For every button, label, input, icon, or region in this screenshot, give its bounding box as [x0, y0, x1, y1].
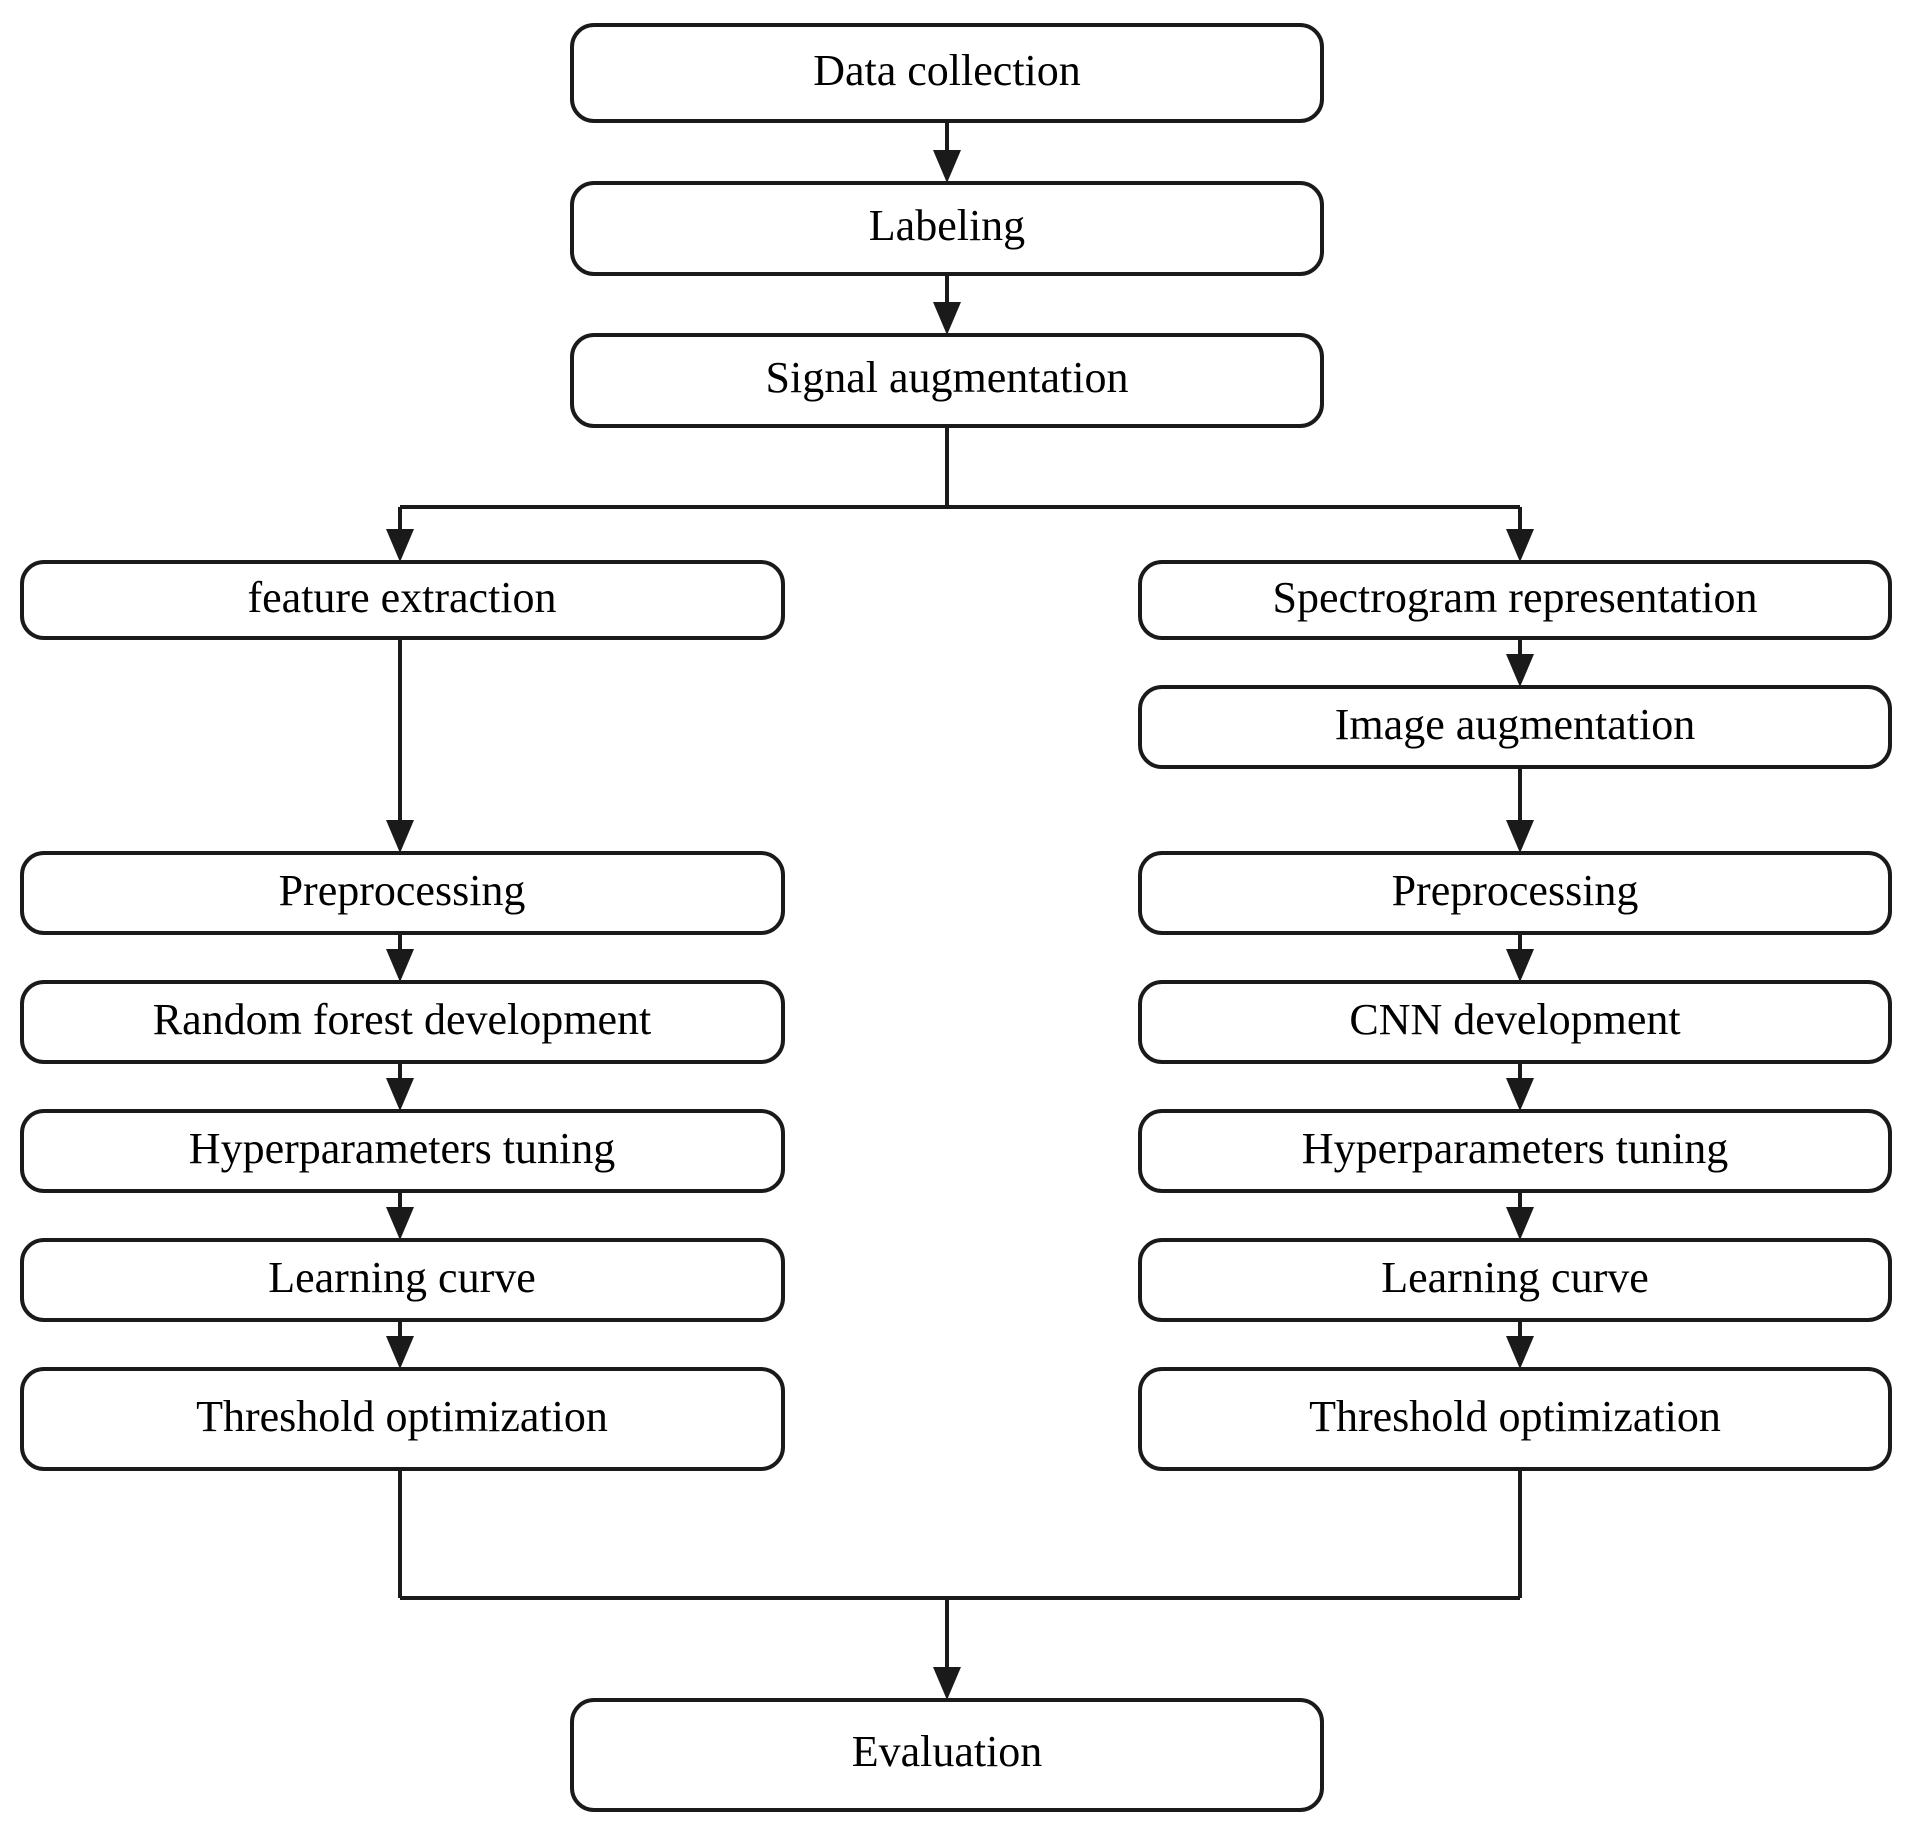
edge-signal-augmentation-split	[386, 426, 1534, 562]
node-hyperparameters-tuning-left-label: Hyperparameters tuning	[189, 1124, 615, 1173]
node-image-augmentation-label: Image augmentation	[1335, 700, 1695, 749]
node-random-forest-development-box[interactable]	[20, 980, 785, 1064]
node-preprocessing-right[interactable]: Preprocessing	[1138, 851, 1892, 935]
node-signal-augmentation[interactable]: Signal augmentation	[570, 333, 1324, 428]
edge-thresholds-merge-to-evaluation	[398, 1469, 1522, 1700]
node-threshold-optimization-left-box[interactable]	[20, 1367, 785, 1471]
node-learning-curve-right[interactable]: Learning curve	[1138, 1238, 1892, 1322]
node-preprocessing-left-label: Preprocessing	[279, 866, 526, 915]
node-cnn-development[interactable]: CNN development	[1138, 980, 1892, 1064]
node-hyperparameters-tuning-right[interactable]: Hyperparameters tuning	[1138, 1109, 1892, 1193]
edge-cnn-to-hyperparameters-right	[1506, 1062, 1534, 1111]
node-learning-curve-left-label: Learning curve	[268, 1253, 536, 1302]
edge-feature-extraction-to-preprocessing	[386, 638, 414, 853]
node-image-augmentation[interactable]: Image augmentation	[1138, 685, 1892, 769]
node-threshold-optimization-left[interactable]: Threshold optimization	[20, 1367, 785, 1471]
node-random-forest-development-label: Random forest development	[153, 995, 652, 1044]
node-threshold-optimization-left-label: Threshold optimization	[196, 1392, 608, 1441]
node-spectrogram-representation-label: Spectrogram representation	[1272, 573, 1757, 622]
node-learning-curve-left-box[interactable]	[20, 1238, 785, 1322]
node-data-collection[interactable]: Data collection	[570, 23, 1324, 123]
edge-preprocessing-right-to-cnn	[1506, 933, 1534, 982]
edge-random-forest-to-hyperparameters-left	[386, 1062, 414, 1111]
node-threshold-optimization-right-label: Threshold optimization	[1309, 1392, 1721, 1441]
node-hyperparameters-tuning-left[interactable]: Hyperparameters tuning	[20, 1109, 785, 1193]
edge-labeling-to-signal-augmentation	[933, 274, 961, 335]
node-cnn-development-box[interactable]	[1138, 980, 1892, 1064]
edge-hyperparameters-left-to-learning-curve	[386, 1191, 414, 1240]
node-data-collection-box[interactable]	[570, 23, 1324, 123]
node-threshold-optimization-right[interactable]: Threshold optimization	[1138, 1367, 1892, 1471]
edge-spectrogram-to-image-augmentation	[1506, 638, 1534, 687]
node-spectrogram-representation[interactable]: Spectrogram representation	[1138, 560, 1892, 640]
node-data-collection-label: Data collection	[813, 46, 1081, 95]
node-preprocessing-right-label: Preprocessing	[1392, 866, 1639, 915]
node-image-augmentation-box[interactable]	[1138, 685, 1892, 769]
node-random-forest-development[interactable]: Random forest development	[20, 980, 785, 1064]
node-evaluation[interactable]: Evaluation	[570, 1698, 1324, 1812]
node-cnn-development-label: CNN development	[1349, 995, 1680, 1044]
node-labeling[interactable]: Labeling	[570, 181, 1324, 276]
node-preprocessing-left[interactable]: Preprocessing	[20, 851, 785, 935]
node-feature-extraction[interactable]: feature extraction	[20, 560, 785, 640]
node-hyperparameters-tuning-right-box[interactable]	[1138, 1109, 1892, 1193]
node-signal-augmentation-box[interactable]	[570, 333, 1324, 428]
node-preprocessing-right-box[interactable]	[1138, 851, 1892, 935]
edge-data-collection-to-labeling	[933, 121, 961, 183]
node-threshold-optimization-right-box[interactable]	[1138, 1367, 1892, 1471]
edge-learning-curve-right-to-threshold	[1506, 1320, 1534, 1369]
node-learning-curve-right-box[interactable]	[1138, 1238, 1892, 1322]
edge-image-augmentation-to-preprocessing-right	[1506, 767, 1534, 853]
node-preprocessing-left-box[interactable]	[20, 851, 785, 935]
node-labeling-label: Labeling	[869, 201, 1025, 250]
node-evaluation-label: Evaluation	[852, 1727, 1043, 1776]
edge-hyperparameters-right-to-learning-curve	[1506, 1191, 1534, 1240]
node-feature-extraction-label: feature extraction	[247, 573, 556, 622]
node-hyperparameters-tuning-left-box[interactable]	[20, 1109, 785, 1193]
node-hyperparameters-tuning-right-label: Hyperparameters tuning	[1302, 1124, 1728, 1173]
node-signal-augmentation-label: Signal augmentation	[766, 353, 1129, 402]
node-labeling-box[interactable]	[570, 181, 1324, 276]
node-learning-curve-left[interactable]: Learning curve	[20, 1238, 785, 1322]
node-learning-curve-right-label: Learning curve	[1381, 1253, 1649, 1302]
node-spectrogram-representation-box[interactable]	[1138, 560, 1892, 640]
node-evaluation-box[interactable]	[570, 1698, 1324, 1812]
node-feature-extraction-box[interactable]	[20, 560, 785, 640]
edge-learning-curve-left-to-threshold	[386, 1320, 414, 1369]
edge-preprocessing-left-to-random-forest	[386, 933, 414, 982]
